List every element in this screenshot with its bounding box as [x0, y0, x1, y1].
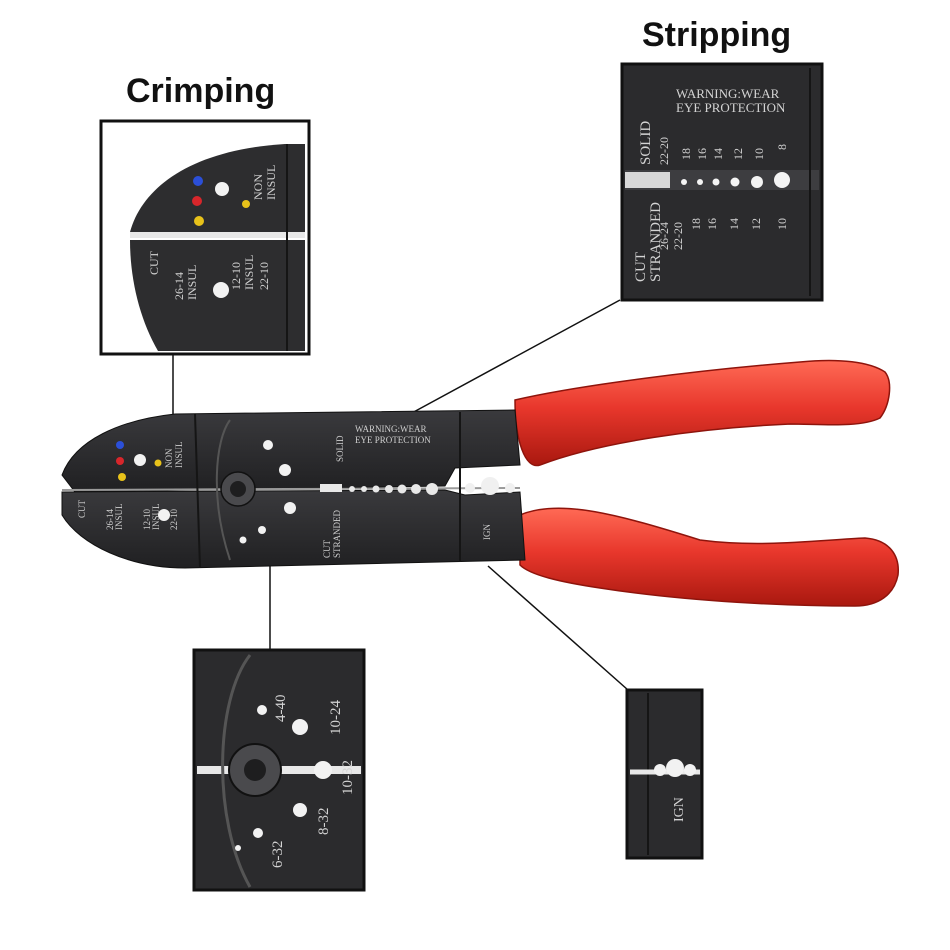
red-crimp-dot: [116, 457, 124, 465]
stripping-stranded-gauge-1: 26-24: [657, 222, 671, 250]
yellow-crimp-dot-2: [154, 459, 162, 467]
screw-size-10-32: 10-32: [340, 760, 356, 795]
crimping-hole-2: [213, 282, 229, 298]
stripping-solid-gauge-2: 18: [679, 148, 693, 160]
stripping-stranded-gauge-3: 18: [689, 218, 703, 230]
crimping-insul-text: INSUL: [264, 165, 278, 200]
blue-crimp-dot: [116, 441, 124, 449]
upper-jaw-body: [61, 409, 521, 493]
stripping-solid-gauge-1: 22-20: [657, 137, 671, 165]
screw-size-10-24: 10-24: [328, 700, 344, 735]
screw-cutter-holes: [239, 440, 296, 544]
non-text: NON: [164, 448, 174, 468]
crimping-insul-small-label: INSUL: [185, 265, 199, 300]
screw-size-4-40: 4-40: [273, 695, 289, 723]
stripping-notches: [320, 483, 438, 495]
stripping-solid-gauge-3: 16: [695, 148, 709, 160]
jaw-seam: [61, 487, 521, 491]
screw-cutter-callout-box: 4-40 10-24 6-32 8-32 10-32: [192, 648, 366, 892]
screw-size-6-32: 6-32: [270, 841, 286, 869]
crimping-yellow-dot: [194, 216, 204, 226]
crimp-hole-2: [158, 509, 170, 521]
ign-detail-notch: [654, 759, 696, 777]
pivot-nut-hole: [230, 481, 246, 497]
stripping-stranded-gauge-4: 16: [705, 218, 719, 230]
crimping-yellow-dot-2: [242, 200, 250, 208]
screw-cutter-plate-edge: [215, 419, 231, 561]
stripping-detail-notches: [681, 172, 790, 188]
cut-text: CUT: [77, 499, 87, 518]
crimping-insul-small-range: 26-14: [172, 272, 186, 300]
crimping-insul-large-range: 12-10: [229, 262, 243, 290]
warning-line2-text: EYE PROTECTION: [355, 435, 431, 445]
ign-leader-line: [487, 565, 629, 691]
body-edge-line: [194, 413, 201, 569]
stripping-callout-box: WARNING:WEAR EYE PROTECTION SOLID STRAND…: [620, 62, 824, 302]
crimping-red-dot: [192, 196, 202, 206]
stripping-solid-label: SOLID: [638, 121, 654, 165]
insul-small-range-text: 26-14: [105, 509, 115, 530]
solid-text: SOLID: [335, 435, 345, 462]
lower-handle: [519, 507, 899, 607]
stripping-leader-line: [409, 299, 621, 415]
crimping-callout-box: NON INSUL CUT 26-14 INSUL 12-10 INSUL 22…: [99, 119, 311, 356]
stranded-text: STRANDED: [332, 509, 342, 558]
stripping-solid-gauge-5: 12: [731, 148, 745, 160]
crimping-insul-large-gauge: 22-10: [257, 262, 271, 290]
screw-cutter-pivot-hole: [244, 759, 266, 781]
insul-large-label-text: INSUL: [151, 504, 161, 531]
stripping-solid-gauge-4: 14: [711, 148, 725, 160]
tool-body: WARNING:WEAR EYE PROTECTION CUT NON INSU…: [61, 409, 526, 569]
crimping-cut-text: CUT: [147, 250, 161, 275]
yellow-crimp-dot: [118, 473, 126, 481]
stripping-stranded-label: STRANDED: [648, 202, 664, 282]
stripping-stranded-gauge-5: 14: [727, 218, 741, 230]
upper-handle: [514, 359, 891, 467]
screw-size-8-32: 8-32: [316, 808, 332, 836]
crimp-hole: [134, 454, 146, 466]
cut-stranded-text-cut: CUT: [322, 539, 332, 558]
callout-leader-lines: [172, 299, 629, 691]
stripping-cut-label: CUT: [633, 252, 649, 282]
ign-text: IGN: [482, 524, 492, 540]
crimping-non-text: NON: [251, 174, 265, 200]
crimping-callout-title: Crimping: [126, 72, 276, 110]
crimping-insul-large-label: INSUL: [242, 255, 256, 290]
stripping-solid-gauge-6: 10: [752, 148, 766, 160]
lower-jaw-body: [61, 489, 526, 569]
stripping-callout-title: Stripping: [642, 16, 792, 54]
ign-notch: [465, 477, 515, 495]
insul-large-gauge-text: 22-10: [169, 509, 179, 530]
warning-line1-text: WARNING:WEAR: [355, 424, 427, 434]
crimping-hole: [215, 182, 229, 196]
stripping-stranded-gauge-7: 10: [775, 218, 789, 230]
insul-large-range-text: 12-10: [142, 509, 152, 530]
crimping-blue-dot: [193, 176, 203, 186]
stripping-warning-line1: WARNING:WEAR: [676, 86, 780, 101]
screw-cutter-detail-holes: [235, 705, 332, 851]
ign-detail-text: IGN: [672, 797, 687, 822]
stripping-solid-gauge-7: 8: [775, 144, 789, 150]
stripping-warning-line2: EYE PROTECTION: [676, 100, 786, 115]
ign-callout-box: IGN: [625, 688, 704, 860]
insul-text: INSUL: [174, 442, 184, 469]
stripping-stranded-gauge-2: 22-20: [671, 222, 685, 250]
insul-small-label-text: INSUL: [114, 504, 124, 531]
stripping-stranded-gauge-6: 12: [749, 218, 763, 230]
handles: [514, 359, 899, 607]
